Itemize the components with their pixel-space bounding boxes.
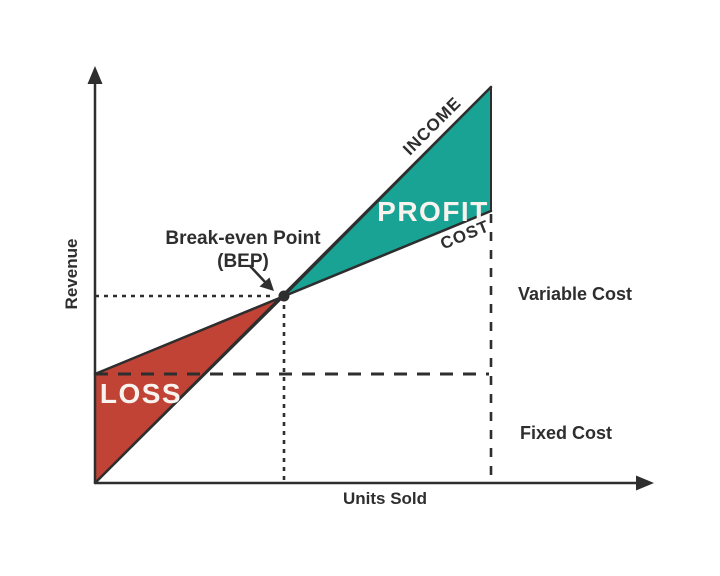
fixed-cost-label: Fixed Cost <box>520 423 612 443</box>
bep-label-line1: Break-even Point <box>165 228 321 249</box>
x-axis-label: Units Sold <box>343 489 427 508</box>
bep-label-line2: (BEP) <box>217 251 269 272</box>
y-axis-label: Revenue <box>62 239 81 310</box>
variable-cost-label: Variable Cost <box>518 284 632 304</box>
loss-region-label: LOSS <box>100 378 182 409</box>
bep-annotation-arrow-line <box>248 264 268 285</box>
cost-line <box>93 209 493 376</box>
income-line <box>93 85 493 485</box>
break-even-point-dot <box>278 290 290 302</box>
profit-region-label: PROFIT <box>377 196 489 227</box>
y-axis-arrow-icon <box>87 66 103 84</box>
bep-annotation-arrow-icon <box>259 277 274 291</box>
x-axis-arrow-icon <box>636 475 654 491</box>
